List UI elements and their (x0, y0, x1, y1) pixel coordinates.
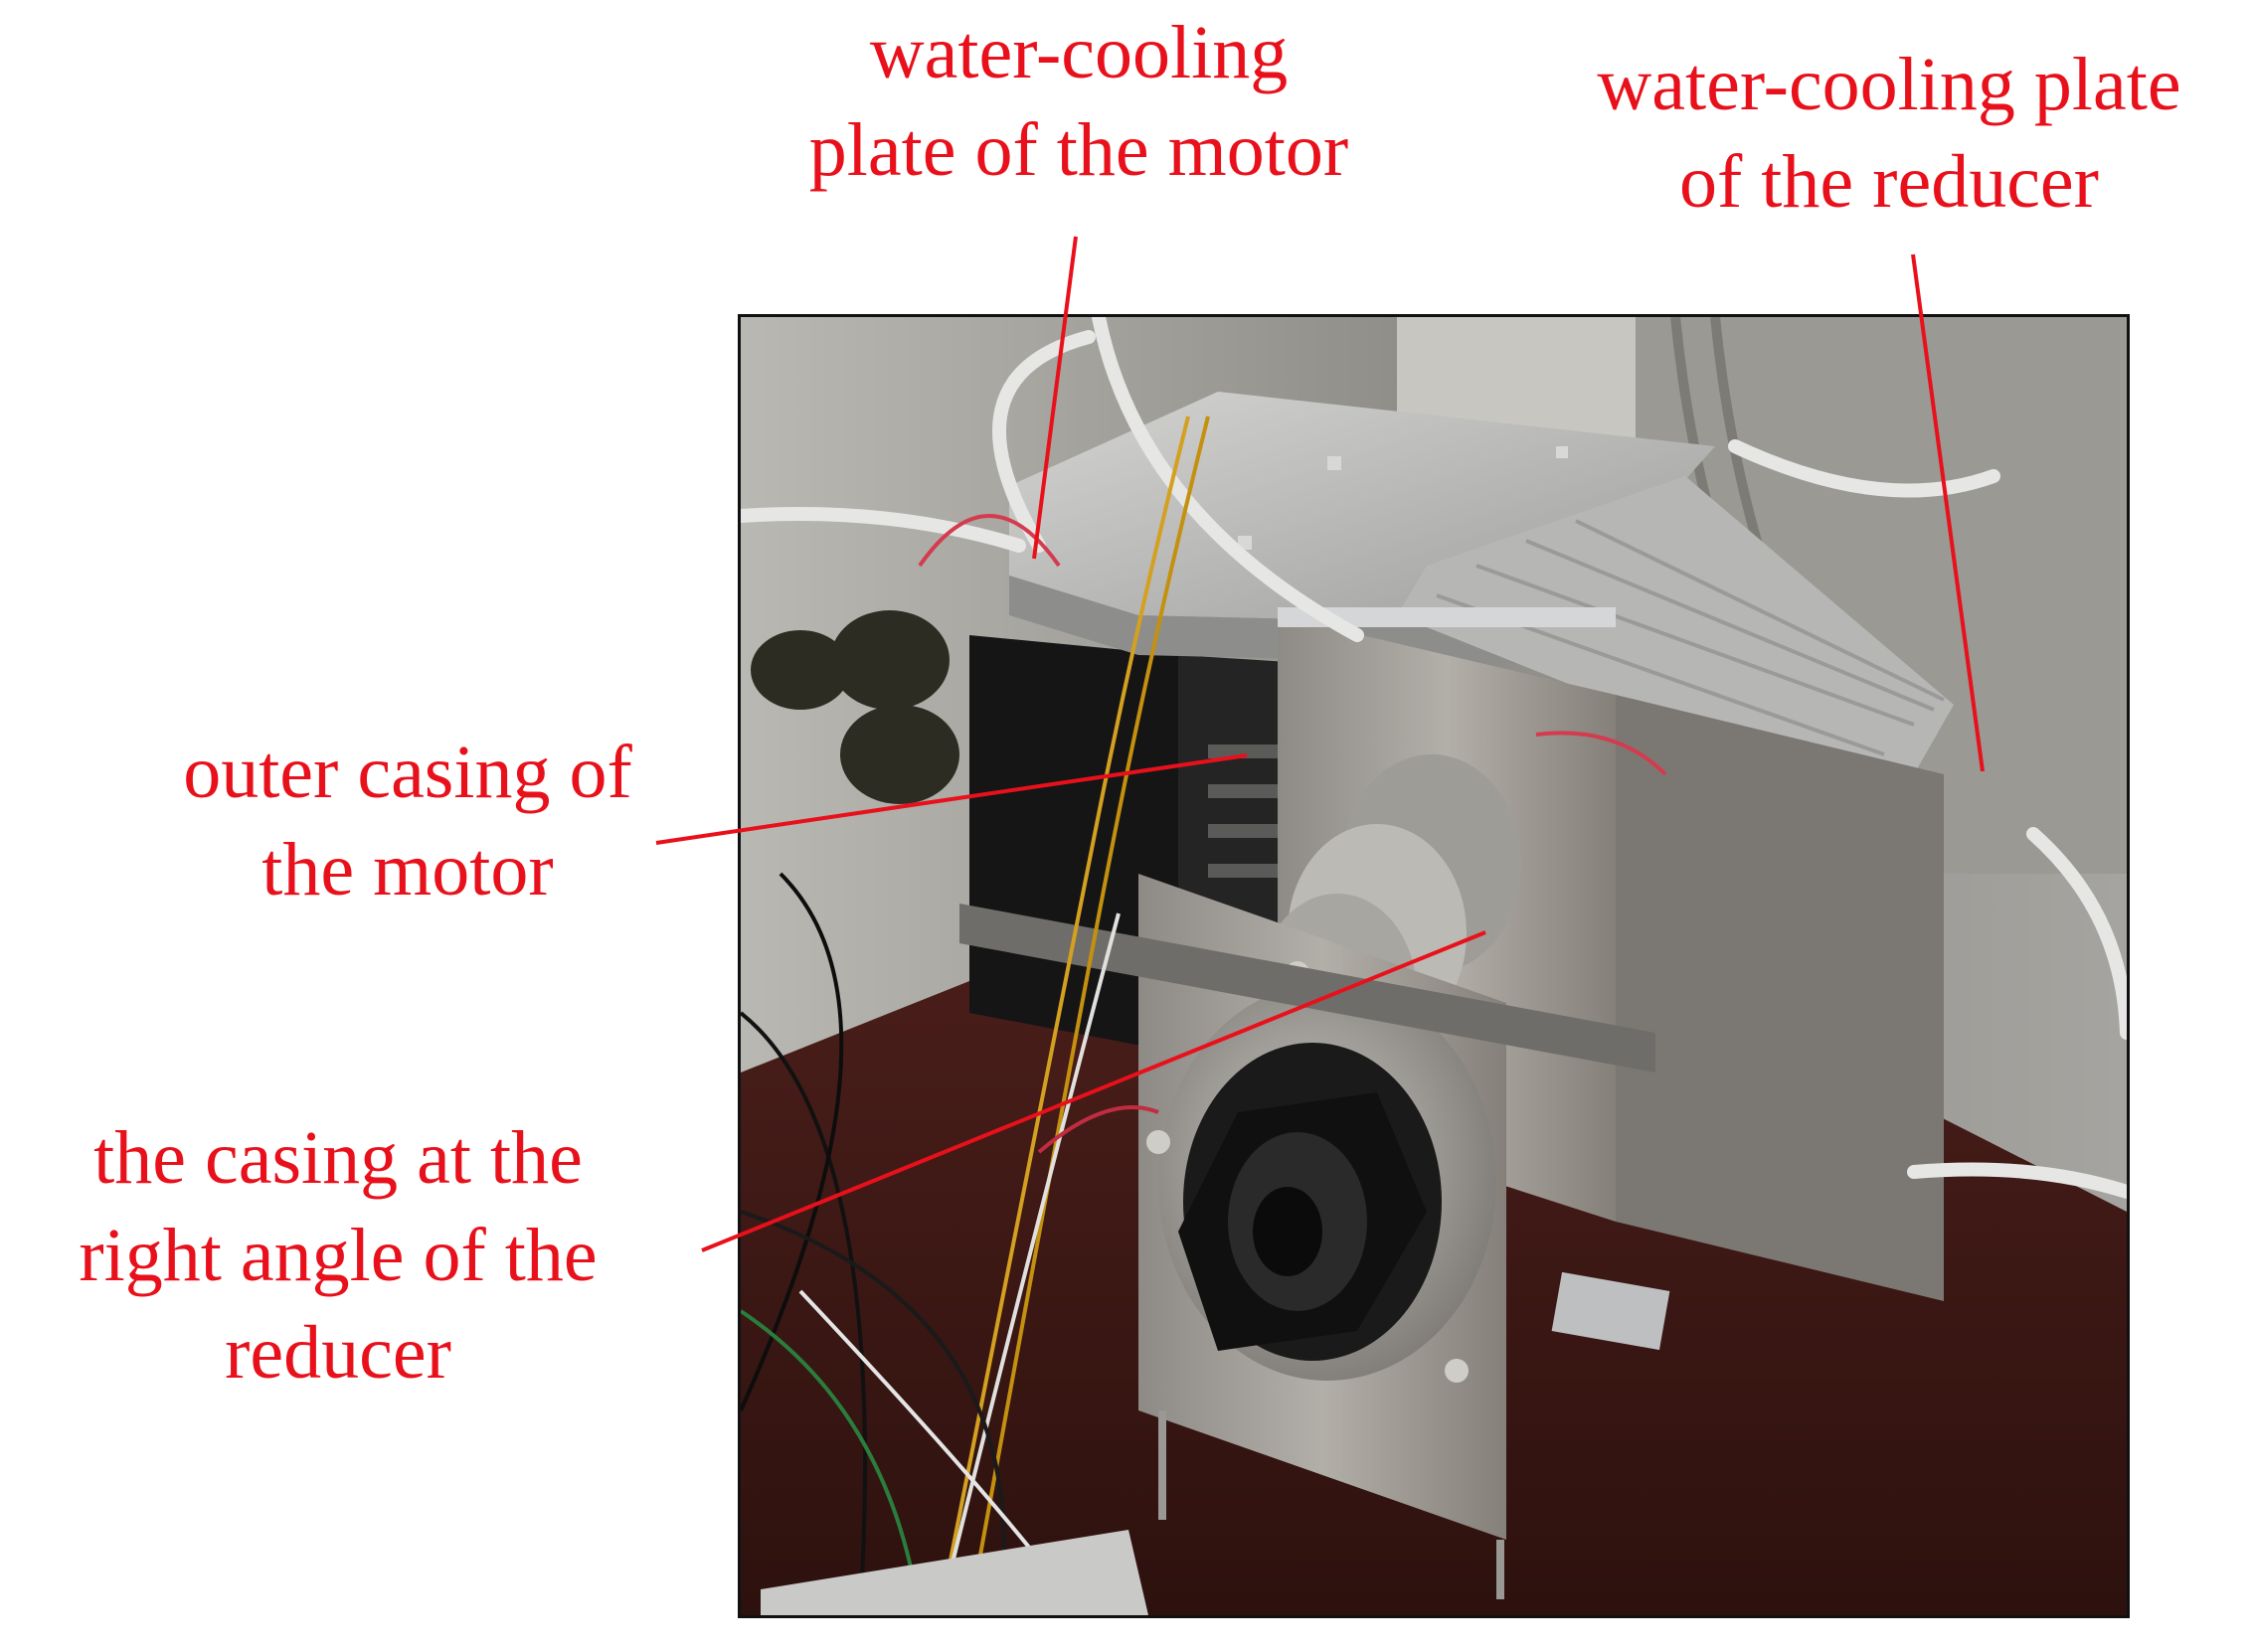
label-motor-plate: water-cooling plate of the motor (808, 11, 1349, 192)
label-reducer-plate: water-cooling plate of the reducer (1597, 43, 2181, 224)
label-motor-casing: outer casing of the motor (183, 731, 632, 911)
photo-frame (738, 314, 2130, 1618)
label-reducer-casing: the casing at the right angle of the red… (79, 1116, 598, 1395)
test-rig-photo (741, 317, 2127, 1615)
